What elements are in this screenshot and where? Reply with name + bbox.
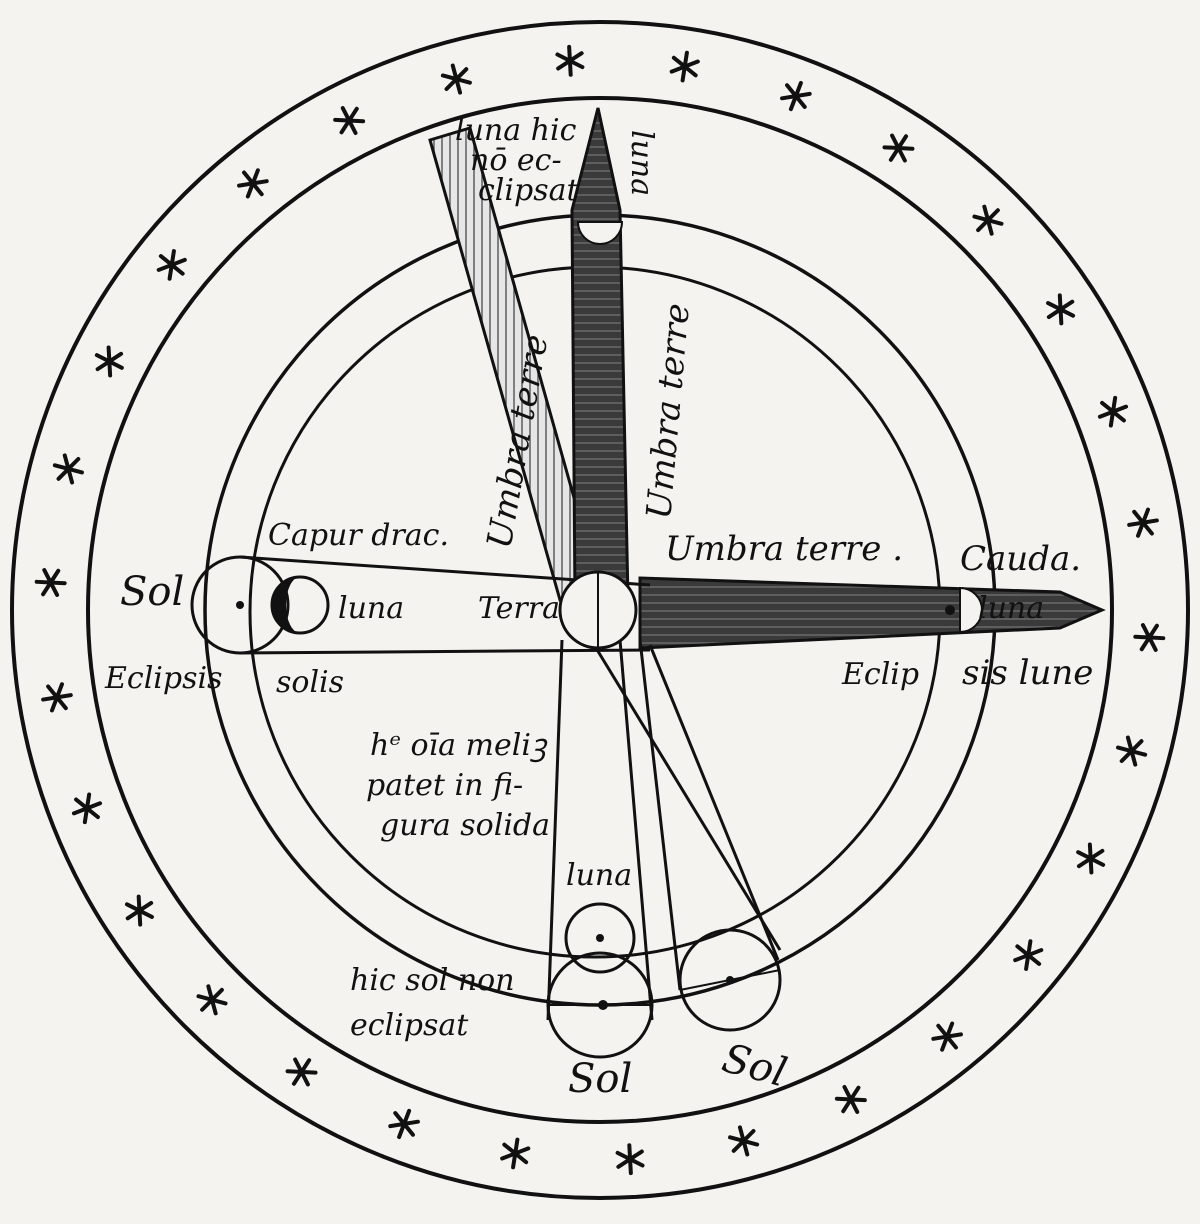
label-sis-lune: sis lune xyxy=(962,653,1093,693)
star-icon xyxy=(333,106,366,135)
star-icon xyxy=(237,168,269,199)
label-luna-hic-3: clipsat xyxy=(478,173,579,208)
cone-left-inner xyxy=(618,639,654,1021)
star-icon xyxy=(615,1143,645,1176)
moon-bottom xyxy=(564,902,636,974)
label-cauda: Cauda. xyxy=(960,539,1081,579)
cone-right-far xyxy=(648,644,780,961)
star-ring-inner xyxy=(86,96,1114,1124)
label-luna-hic-2: nō ec- xyxy=(470,143,562,178)
solar-cone-bottom xyxy=(239,648,651,655)
label-luna-hic-1: luna hic xyxy=(455,113,577,148)
moon-bottom-center xyxy=(596,934,604,942)
stars-group xyxy=(34,44,1166,1176)
star-icon xyxy=(1127,507,1159,538)
umbra-horizontal-shadow xyxy=(638,576,1106,650)
label-eclipsis: Eclipsis xyxy=(104,661,222,696)
star-icon xyxy=(500,1137,531,1170)
moon-left-dark xyxy=(272,577,300,633)
star-icon xyxy=(931,1021,963,1052)
umbra-right-shadow xyxy=(570,107,630,602)
sun-bottom-right xyxy=(678,928,782,1032)
label-caput: Capur drac. xyxy=(268,518,449,553)
star-icon xyxy=(388,1108,420,1140)
cone-mid xyxy=(594,647,782,951)
star-icon xyxy=(555,44,585,77)
label-eclip: Eclip xyxy=(841,657,919,692)
star-icon xyxy=(1013,939,1044,971)
moon-eclipsed-right xyxy=(959,586,983,634)
star-icon xyxy=(1076,842,1106,875)
star-icon xyxy=(1097,395,1129,428)
sun-bottom-right-center xyxy=(726,976,734,984)
star-icon xyxy=(34,568,67,597)
label-terra: Terra xyxy=(478,591,560,626)
moon-top-crescent xyxy=(576,221,624,245)
label-umbra-horizontal: Umbra terre . xyxy=(665,529,903,569)
label-note-3: gura solida xyxy=(380,808,550,843)
label-luna-top: luna xyxy=(624,130,659,196)
label-luna-right: luna xyxy=(978,591,1044,626)
sun-left-center xyxy=(236,601,244,609)
label-luna-bottom: luna xyxy=(566,858,632,893)
star-icon xyxy=(1046,293,1076,326)
cone-left-outer xyxy=(546,639,564,1021)
outer-ring xyxy=(10,20,1190,1200)
star-icon xyxy=(669,50,700,83)
star-icon xyxy=(124,894,154,927)
label-umbra-right: Umbra terre xyxy=(639,302,698,521)
star-icon xyxy=(780,80,812,112)
star-icon xyxy=(196,984,228,1016)
star-icon xyxy=(972,204,1004,236)
star-icon xyxy=(1133,623,1166,652)
star-icon xyxy=(285,1057,318,1087)
label-sol-left: Sol xyxy=(120,569,184,615)
label-note-2: patet in fi- xyxy=(366,768,523,803)
label-sol-non-2: eclipsat xyxy=(350,1008,469,1043)
star-icon xyxy=(52,453,84,485)
star-icon xyxy=(71,792,103,825)
star-icon xyxy=(41,682,73,713)
star-icon xyxy=(94,345,124,378)
moon-dot-right xyxy=(945,605,955,615)
star-icon xyxy=(1116,735,1148,767)
label-sol-non-1: hic sol non xyxy=(350,963,515,998)
label-solis: solis xyxy=(276,665,344,700)
star-icon xyxy=(440,63,472,95)
star-icon xyxy=(156,249,187,281)
sun-bottom-left-center xyxy=(598,1000,608,1010)
label-luna-left: luna xyxy=(338,591,404,626)
star-icon xyxy=(882,133,915,163)
label-sol-bottom-right: Sol xyxy=(717,1035,791,1096)
star-icon xyxy=(834,1085,867,1114)
cone-right-outer xyxy=(638,639,682,991)
label-note-1: hᵉ oīa meliꝫ xyxy=(370,728,548,763)
star-icon xyxy=(728,1125,760,1157)
label-sol-bottom-left: Sol xyxy=(568,1056,632,1102)
